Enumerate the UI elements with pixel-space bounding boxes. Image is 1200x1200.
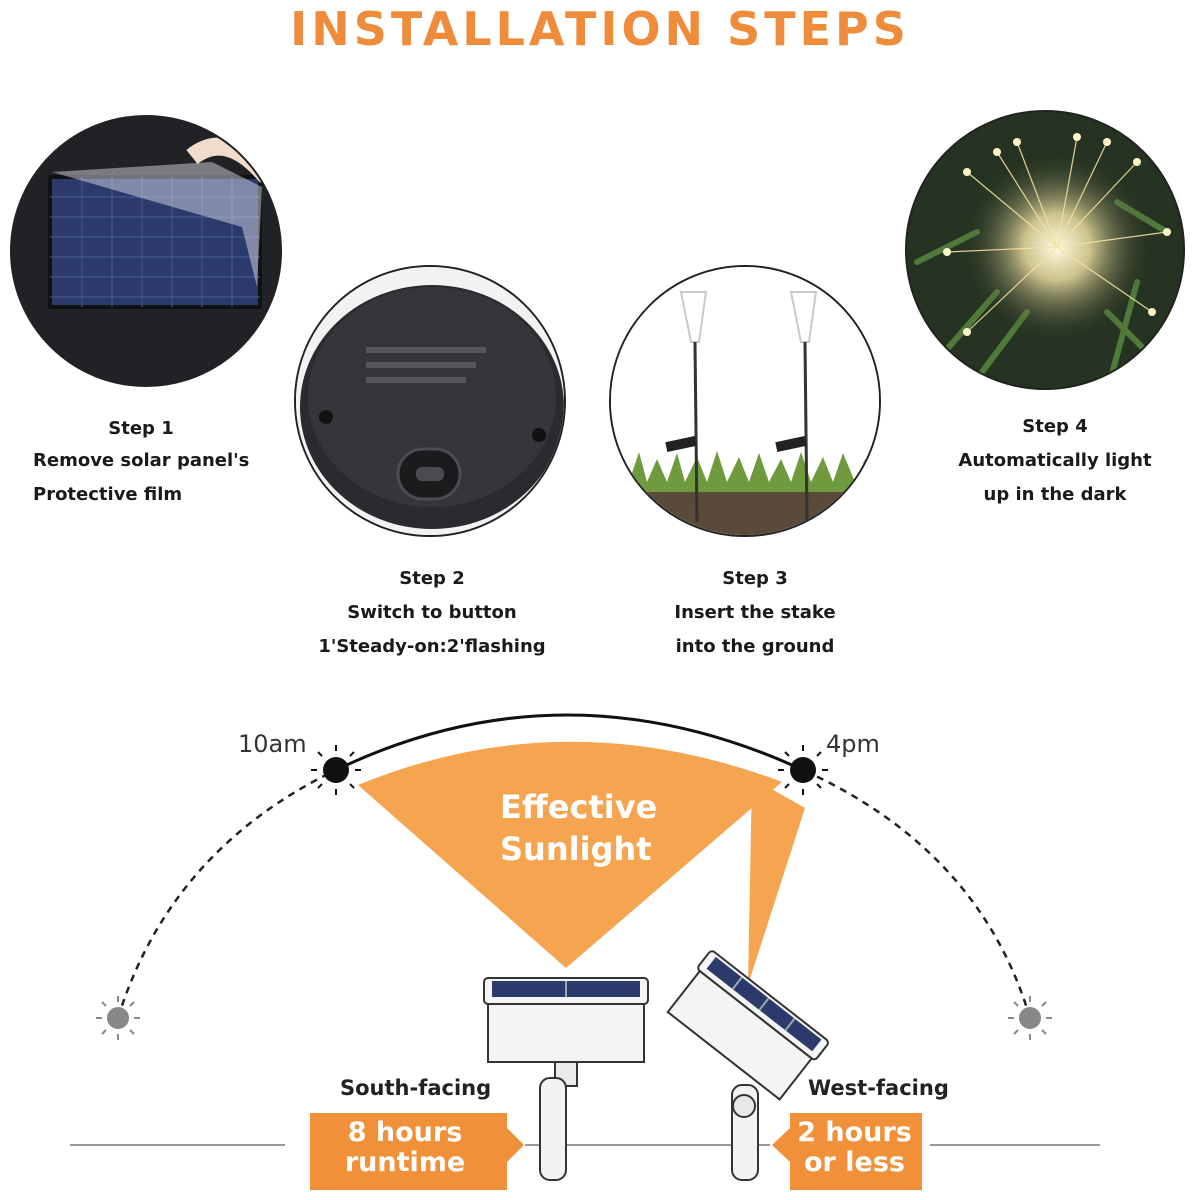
south-facing-panel-illustration (483, 977, 649, 1181)
step1-label: Step 1 (108, 418, 174, 439)
step3-caption: Step 3 Insert the stake into the ground (615, 562, 895, 664)
west-runtime-line1: 2 hours (797, 1117, 912, 1148)
step3-line1: Insert the stake (674, 602, 836, 623)
effective-sunlight-beam (358, 741, 782, 968)
step1-line1: Remove solar panel's (33, 450, 250, 471)
south-runtime-line1: 8 hours (347, 1117, 463, 1148)
step4-line2: up in the dark (983, 484, 1127, 505)
step4-caption: Step 4 Automatically light up in the dar… (950, 410, 1160, 512)
morning-dashed-arc (116, 768, 337, 1019)
step2-label: Step 2 (399, 568, 465, 589)
sun-10am-icon (311, 745, 361, 795)
west-facing-panel-illustration (666, 950, 829, 1101)
step2-line2: 1'Steady-on:2'flashing (318, 636, 546, 657)
step1-description: Remove solar panel's Protective film (33, 444, 293, 512)
step3-line2: into the ground (675, 636, 835, 657)
step3-label: Step 3 (722, 568, 788, 589)
step1-image (10, 115, 282, 387)
west-runtime-line2: or less (804, 1147, 905, 1178)
step4-image (905, 110, 1185, 390)
effective-solid-arc (335, 713, 804, 772)
south-runtime-badge (310, 1113, 524, 1190)
sun-evening-low-icon (1008, 996, 1052, 1040)
step3-image (609, 265, 881, 537)
south-runtime-line2: runtime (344, 1147, 466, 1178)
stake-in-ground-illustration (611, 267, 879, 535)
start-time-label: 10am (238, 730, 307, 758)
west-runtime-text: 2 hours or less (792, 1118, 917, 1178)
sun-morning-low-icon (96, 996, 140, 1040)
sun-4pm-icon (778, 745, 828, 795)
firework-light-illustration (907, 112, 1183, 388)
west-beam (748, 778, 805, 985)
step2-caption: Step 2 Switch to button 1'Steady-on:2'fl… (292, 562, 572, 664)
effective-line2: Sunlight (500, 830, 652, 868)
step4-line1: Automatically light (958, 450, 1152, 471)
step1-line2: Protective film (33, 484, 183, 505)
effective-sunlight-label: Effective Sunlight (500, 786, 680, 870)
step4-label: Step 4 (1022, 416, 1088, 437)
page-title: INSTALLATION STEPS (290, 2, 910, 56)
west-runtime-badge (772, 1113, 922, 1190)
end-time-label: 4pm (826, 730, 880, 758)
switch-button-illustration (296, 267, 564, 535)
south-facing-label: South-facing (340, 1076, 492, 1100)
effective-line1: Effective (500, 788, 658, 826)
step2-image (294, 265, 566, 537)
step2-line1: Switch to button (347, 602, 517, 623)
solar-panel-film-illustration (12, 117, 280, 385)
evening-dashed-arc (802, 768, 1032, 1019)
south-runtime-text: 8 hours runtime (310, 1118, 500, 1178)
west-facing-label: West-facing (808, 1076, 949, 1100)
step1-caption: Step 1 (0, 412, 282, 446)
